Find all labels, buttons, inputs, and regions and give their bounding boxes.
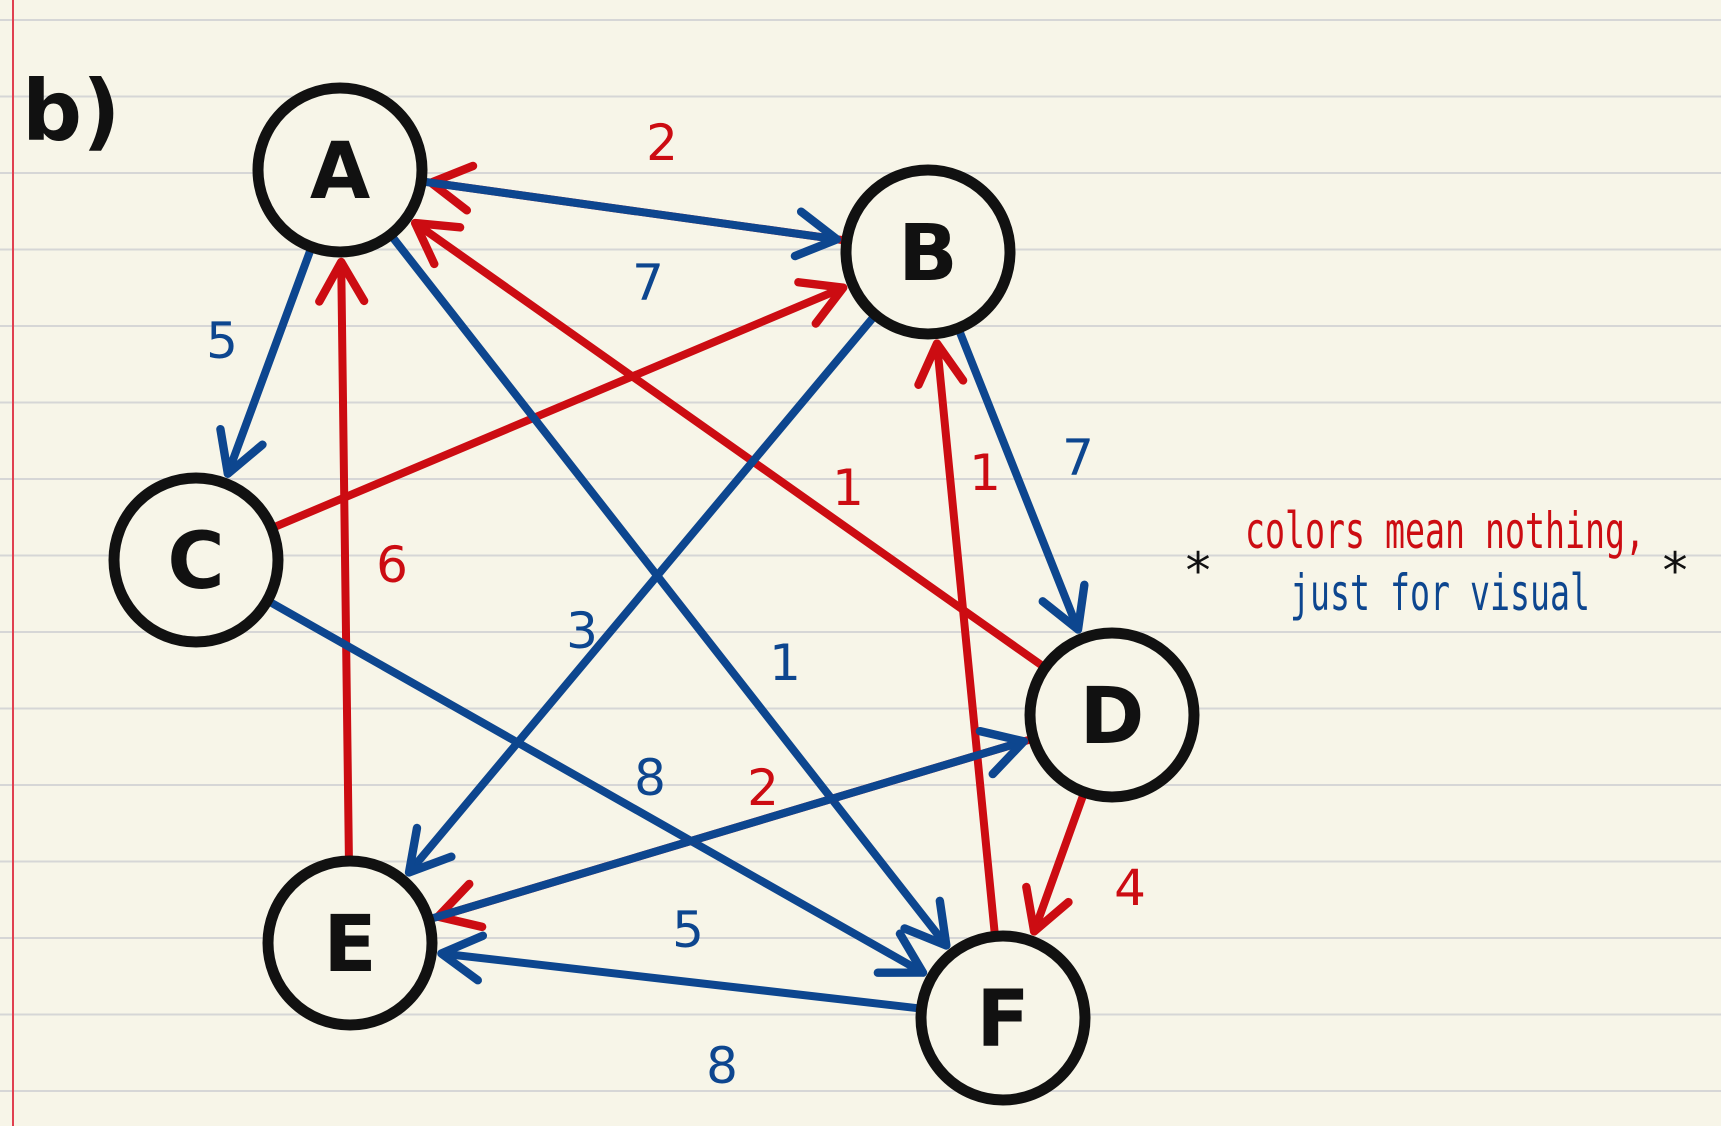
- note-star-left: *: [1183, 542, 1213, 600]
- node-label: A: [310, 127, 370, 217]
- node-circle: [108, 472, 284, 648]
- edge-weight-B-E: 3: [566, 602, 598, 660]
- node-circle: [1024, 627, 1200, 803]
- note-line-1: colors mean nothing,: [1245, 502, 1645, 560]
- edge-F-E: [437, 931, 922, 1013]
- edge-D-A: [410, 218, 1046, 670]
- node-circle: [252, 82, 428, 258]
- edge-weights: 2 7 5 6 1 1 3 1 7 8 2 5 4 8: [206, 114, 1146, 1095]
- node-label: F: [976, 975, 1029, 1065]
- node-D: D: [1024, 627, 1200, 803]
- edge-A-B: [421, 177, 842, 261]
- edge-B-D: [955, 327, 1089, 634]
- node-F: F: [915, 930, 1091, 1106]
- node-circle: [915, 930, 1091, 1106]
- node-E: E: [262, 855, 438, 1031]
- note: * colors mean nothing, just for visual *: [1183, 502, 1690, 622]
- edge-E-A: [315, 257, 369, 862]
- edge-weight-A-B: 7: [632, 254, 664, 312]
- edge-C-F: [266, 598, 928, 977]
- note-line-2: just for visual: [1290, 564, 1590, 622]
- node-label: D: [1080, 672, 1145, 762]
- edge-C-B: [271, 278, 848, 531]
- edge-weight-D-F: 4: [1114, 859, 1146, 917]
- edge-weight-A-F: 1: [769, 634, 801, 692]
- edge-weight-E-D: 5: [672, 901, 704, 959]
- node-circle: [262, 855, 438, 1031]
- edge-D-F: [1022, 791, 1087, 936]
- edge-A-C: [216, 246, 315, 478]
- edge-weight-C-F: 8: [634, 749, 666, 807]
- edge-weight-F-B: 1: [969, 444, 1001, 502]
- node-label: C: [167, 517, 224, 607]
- node-C: C: [108, 472, 284, 648]
- node-label: E: [323, 900, 376, 990]
- edge-weight-D-E: 2: [747, 759, 779, 817]
- edge-F-B: [914, 339, 999, 937]
- edge-B-E: [404, 313, 877, 877]
- part-label: b): [22, 62, 121, 160]
- node-circle: [840, 164, 1016, 340]
- edge-weight-D-A: 1: [832, 459, 864, 517]
- node-label: B: [898, 209, 957, 299]
- edge-A-F: [388, 233, 951, 950]
- edge-weight-E-A: 6: [376, 536, 408, 594]
- node-B: B: [840, 164, 1016, 340]
- edge-weight-F-E: 8: [706, 1037, 738, 1095]
- nodes: A B C D E F: [108, 82, 1200, 1106]
- note-star-right: *: [1660, 542, 1690, 600]
- edges: [216, 161, 1089, 1013]
- edge-weight-B-A: 2: [646, 114, 678, 172]
- edge-weight-B-D: 7: [1062, 429, 1094, 487]
- edge-weight-A-C: 5: [206, 312, 238, 370]
- node-A: A: [252, 82, 428, 258]
- edge-E-D: [428, 726, 1029, 923]
